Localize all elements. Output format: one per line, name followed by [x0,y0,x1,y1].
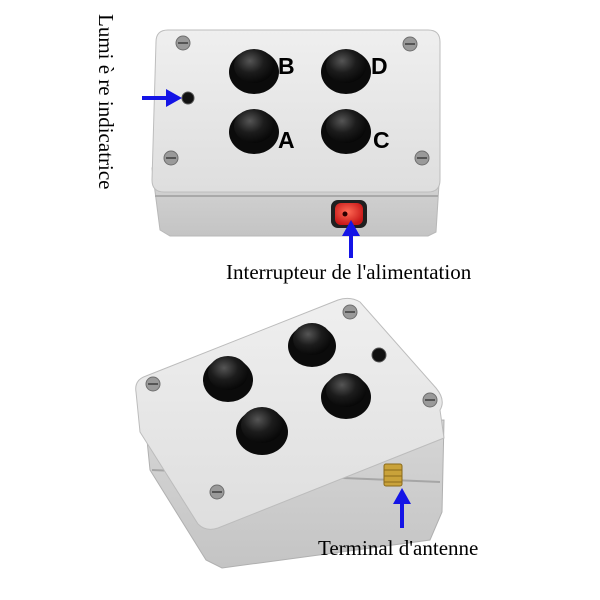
button-d [321,49,371,94]
power-switch [331,200,367,228]
round-button [203,356,253,402]
button-c [321,109,371,154]
screw-icon [163,150,179,166]
screw-icon [342,304,358,320]
screw-icon [402,36,418,52]
button-a [229,109,279,154]
screw-icon [422,392,438,408]
indicator-light-label: Lumi è re indicatrice [94,14,118,190]
screw-icon [414,150,430,166]
button-label-a: A [278,127,295,153]
button-label-d: D [371,53,388,79]
bottom-enclosure-lid [135,297,445,530]
bottom-enclosure [135,297,445,569]
button-label-c: C [373,127,390,153]
round-button [288,323,336,367]
screw-icon [145,376,161,392]
antenna-terminal-label: Terminal d'antenne [318,536,479,560]
arrow-up-icon [393,488,411,528]
round-button [236,407,288,455]
button-b [229,49,279,94]
indicator-led [371,347,387,363]
round-button [321,373,371,419]
screw-icon [209,484,225,500]
indicator-led [181,91,195,105]
antenna-connector [383,463,403,487]
power-switch-label: Interrupteur de l'alimentation [226,260,472,284]
button-label-b: B [278,53,295,79]
top-enclosure-lid [151,29,441,193]
arrow-up-icon [342,220,360,258]
top-enclosure: B D A C [151,29,441,237]
screw-icon [175,35,191,51]
arrow-right-icon [142,89,182,107]
